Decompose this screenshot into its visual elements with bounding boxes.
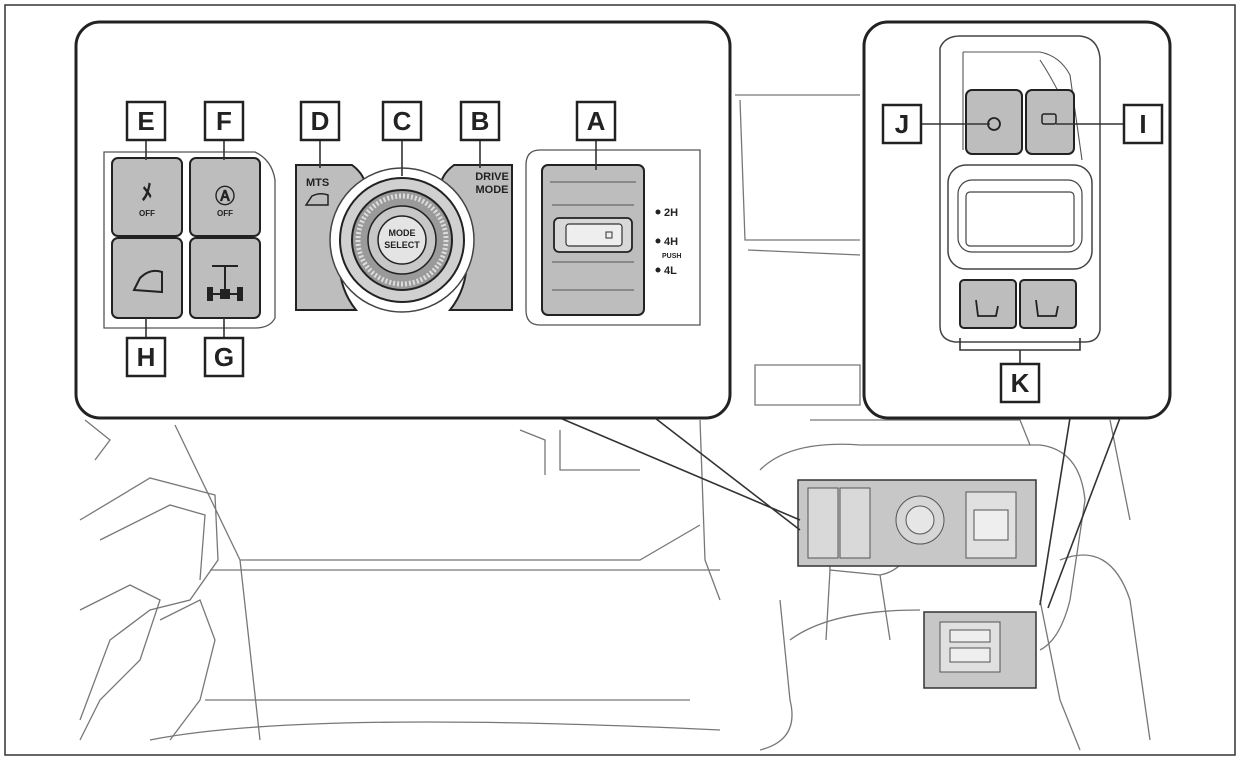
seat-heater-left-icon bbox=[975, 299, 999, 317]
drive-mode-text-1: DRIVE bbox=[475, 171, 509, 183]
label-g: G bbox=[203, 336, 245, 378]
label-c: C bbox=[381, 100, 423, 142]
skid-control-off-icon: ﾒ bbox=[141, 180, 152, 205]
crawl-control-icon bbox=[132, 269, 163, 294]
switch-i[interactable] bbox=[1025, 89, 1075, 155]
callout-left-leader-1 bbox=[559, 417, 801, 521]
label-j: J bbox=[881, 103, 923, 145]
label-a: A bbox=[575, 100, 617, 142]
cabin-background bbox=[79, 94, 1151, 751]
pos-2h-text: 2H bbox=[664, 207, 678, 219]
svg-text:A: A bbox=[587, 106, 606, 136]
svg-text:K: K bbox=[1011, 368, 1030, 398]
switch-a[interactable] bbox=[541, 164, 645, 316]
label-e: E bbox=[125, 100, 167, 142]
switch-h[interactable] bbox=[111, 237, 183, 319]
switch-j[interactable] bbox=[965, 89, 1023, 155]
svg-text:J: J bbox=[895, 109, 909, 139]
cup-holder-area bbox=[947, 164, 1093, 270]
dial-c[interactable]: MODE SELECT bbox=[329, 167, 475, 313]
label-b: B bbox=[459, 100, 501, 142]
switch-e[interactable]: ﾒ OFF bbox=[111, 157, 183, 237]
svg-text:H: H bbox=[137, 342, 156, 372]
svg-text:D: D bbox=[311, 106, 330, 136]
switch-g[interactable] bbox=[189, 237, 261, 319]
switch-k-left[interactable] bbox=[959, 279, 1017, 329]
callout-right bbox=[862, 20, 1172, 420]
mts-icon bbox=[304, 192, 329, 206]
svg-text:G: G bbox=[214, 342, 234, 372]
diff-lock-icon bbox=[207, 265, 243, 301]
brake-hold-icon bbox=[1041, 113, 1057, 125]
callout-left-leader-2 bbox=[654, 417, 801, 531]
label-k: K bbox=[999, 362, 1041, 404]
svg-text:I: I bbox=[1139, 109, 1146, 139]
cruise-off-icon: Ⓐ bbox=[215, 185, 235, 208]
pos-4h-text: 4H bbox=[664, 236, 678, 248]
drive-mode-text-2: MODE bbox=[476, 184, 509, 196]
callout-right-leader-1 bbox=[1039, 417, 1071, 606]
outer-frame bbox=[4, 4, 1236, 756]
mts-text: MTS bbox=[306, 177, 329, 189]
callout-right-leader-2 bbox=[1047, 417, 1121, 609]
push-text: PUSH bbox=[662, 253, 681, 260]
svg-text:E: E bbox=[137, 106, 154, 136]
switch-f-off-text: OFF bbox=[217, 209, 233, 218]
label-i: I bbox=[1122, 103, 1164, 145]
label-f: F bbox=[203, 100, 245, 142]
mode-select-text-1: MODE bbox=[389, 228, 416, 238]
svg-text:F: F bbox=[216, 106, 232, 136]
mode-select-text-2: SELECT bbox=[384, 240, 420, 250]
svg-text:B: B bbox=[471, 106, 490, 136]
seat-heater-right-icon bbox=[1035, 299, 1059, 317]
label-d: D bbox=[299, 100, 341, 142]
switch-k-right[interactable] bbox=[1019, 279, 1077, 329]
svg-text:C: C bbox=[393, 106, 412, 136]
label-h: H bbox=[125, 336, 167, 378]
switch-f[interactable]: Ⓐ OFF bbox=[189, 157, 261, 237]
pos-4l-text: 4L bbox=[664, 265, 677, 277]
switch-e-off-text: OFF bbox=[139, 209, 155, 218]
